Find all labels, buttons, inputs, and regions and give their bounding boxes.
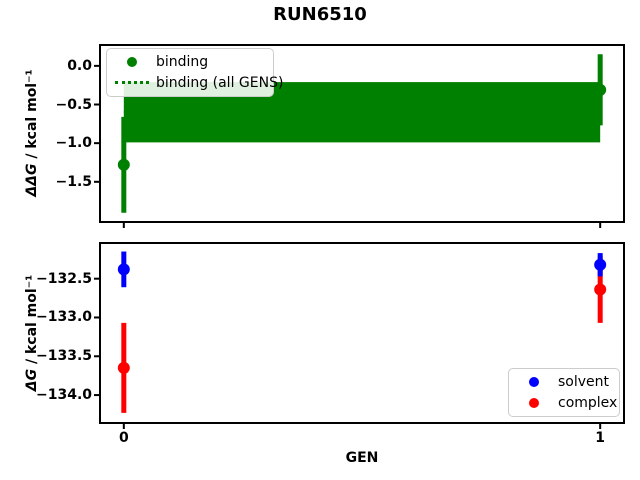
complex-marker-gen0 [117,361,130,374]
binding-marker-gen1 [594,83,607,96]
circle-marker-icon [529,377,539,388]
y-tick-label: −133.0 [35,309,92,326]
dg-solvent-complex-plot [94,242,625,429]
y-tick-label: 0.0 [67,57,92,74]
axes-frame [99,44,625,223]
dg-legend: solvent complex [508,368,620,417]
circle-marker-icon [529,397,539,408]
ddg-legend: binding binding (all GENS) [106,48,283,97]
complex-marker-gen1 [594,283,607,296]
dg-axes [88,231,636,439]
legend-label: solvent [558,374,610,391]
legend-row: binding (all GENS) [113,73,283,94]
legend-label: binding (all GENS) [156,74,284,91]
binding-marker-gen0 [117,158,130,171]
figure-title: RUN6510 [273,4,367,25]
legend-marker-area [113,57,151,68]
legend-row: solvent [515,372,613,393]
solvent-marker-gen1 [594,258,607,271]
y-tick-label: −0.5 [55,96,92,113]
circle-marker-icon [127,57,137,68]
legend-row: binding [113,52,267,73]
legend-label: complex [558,394,618,411]
y-tick-label: −1.0 [55,135,92,152]
x-axis-label: GEN [345,450,379,466]
solvent-marker-gen0 [117,263,130,276]
legend-marker-area [113,81,151,85]
y-tick-label: −1.5 [55,173,92,190]
y-tick-label: −133.5 [35,348,92,365]
legend-label: binding [156,54,209,71]
y-tick-label: −134.0 [35,387,92,404]
legend-row: complex [515,393,617,414]
axes-frame [99,242,625,424]
legend-marker-area [515,377,553,388]
dotted-line-icon [115,81,149,85]
x-tick-label: 0 [118,430,129,446]
legend-marker-area [515,397,553,408]
y-tick-label: −132.5 [35,270,92,287]
x-tick-label: 1 [595,430,606,446]
